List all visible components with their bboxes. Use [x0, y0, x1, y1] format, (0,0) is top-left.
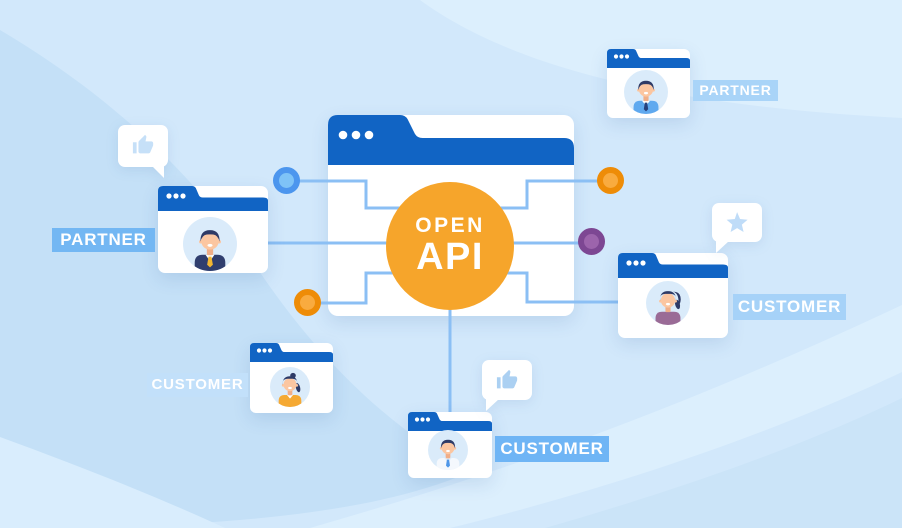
window-titlebar	[158, 186, 268, 211]
customer-bottom-left-avatar	[270, 367, 310, 407]
bubble-star-right	[712, 203, 762, 253]
thumbs-up-icon	[496, 369, 518, 389]
customer-bottom-center-window	[408, 412, 492, 478]
customer-bottom-left-label: CUSTOMER	[147, 373, 248, 397]
bubble-like-top-left	[118, 125, 168, 178]
open-api-title-bottom: API	[416, 236, 484, 279]
window-dots-icon	[626, 260, 646, 266]
wave-light-bottomleft	[0, 437, 225, 528]
open-api-title-top: OPEN	[415, 213, 485, 237]
customer-bottom-left-window	[250, 343, 333, 413]
customer-bottom-center-label: CUSTOMER	[495, 436, 609, 462]
bubble-like-bottom	[482, 360, 532, 411]
window-titlebar	[408, 412, 492, 431]
window-dots-icon	[256, 348, 273, 353]
open-api-badge: OPEN API	[386, 182, 514, 310]
window-dots-icon	[613, 54, 630, 59]
customer-bottom-center-avatar	[428, 430, 468, 470]
customer-right-label: CUSTOMER	[733, 294, 846, 320]
window-titlebar	[607, 49, 690, 68]
window-titlebar	[328, 115, 574, 165]
star-icon	[726, 212, 748, 233]
customer-right-avatar	[646, 281, 690, 325]
port-top-left	[273, 167, 300, 194]
partner-left-window	[158, 186, 268, 273]
window-dots-icon	[338, 130, 374, 140]
customer-right-window	[618, 253, 728, 338]
wave-light-bottomright	[310, 305, 902, 528]
partner-top-right-window	[607, 49, 690, 118]
wave-dark-corner	[545, 398, 902, 528]
port-middle-right	[578, 228, 605, 255]
port-bottom-left	[294, 289, 321, 316]
thumbs-up-icon	[132, 134, 154, 154]
window-titlebar	[618, 253, 728, 278]
window-dots-icon	[414, 417, 431, 422]
partner-top-right-avatar	[624, 70, 668, 114]
window-dots-icon	[166, 193, 186, 199]
partner-left-avatar	[183, 217, 237, 271]
window-titlebar	[250, 343, 333, 362]
partner-left-label: PARTNER	[52, 228, 155, 252]
partner-top-right-label: PARTNER	[693, 80, 778, 101]
wave-dark-topleft	[0, 30, 470, 528]
port-top-right	[597, 167, 624, 194]
